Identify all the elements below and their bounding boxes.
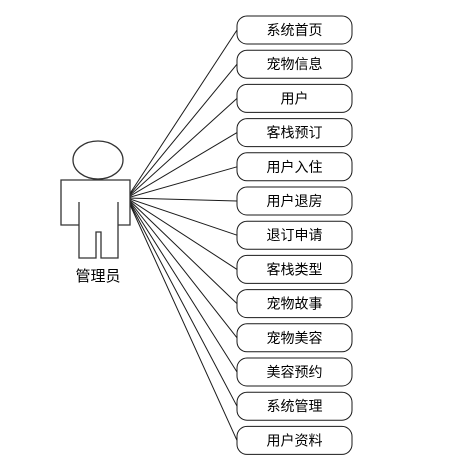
use-case-box [236, 220, 353, 250]
use-case-box [236, 323, 353, 353]
use-case-box [236, 254, 353, 284]
use-case: 用户入住 [236, 152, 353, 182]
use-case: 用户 [236, 83, 353, 113]
use-case-label: 客栈预订 [267, 125, 323, 142]
use-case-box [236, 357, 353, 387]
association-line [126, 197, 238, 441]
actor-label: 管理员 [75, 267, 120, 285]
association-line [126, 166, 238, 199]
actor-head [72, 140, 124, 180]
association-line [126, 197, 238, 270]
use-case: 美容预约 [236, 357, 353, 387]
use-case-label: 用户退房 [267, 193, 323, 210]
use-case-box [236, 83, 353, 113]
use-case: 宠物美容 [236, 323, 353, 353]
use-case-box [236, 152, 353, 182]
use-case-label: 宠物故事 [267, 297, 323, 313]
association-line [126, 98, 238, 199]
use-case-box [236, 15, 353, 45]
use-case-label: 系统首页 [267, 23, 323, 39]
use-case-label: 用户 [281, 90, 309, 107]
association-line [126, 197, 238, 304]
use-case: 退订申请 [236, 220, 353, 250]
use-case: 客栈预订 [236, 118, 353, 148]
use-case-box [236, 118, 353, 148]
use-case-label: 客栈类型 [267, 261, 323, 278]
association-line [126, 197, 238, 339]
association-line [126, 63, 238, 199]
use-case-label: 美容预约 [267, 364, 323, 381]
use-case-label: 用户资料 [267, 432, 323, 449]
use-case: 宠物信息 [236, 49, 353, 79]
actor-figure: 管理员 [60, 140, 131, 285]
use-case-label: 系统管理 [267, 399, 323, 415]
use-case-box [236, 391, 353, 421]
use-case-label: 宠物美容 [267, 330, 323, 347]
use-case: 用户退房 [236, 186, 353, 216]
association-line [126, 197, 238, 407]
use-case-label: 宠物信息 [267, 56, 323, 73]
use-case: 系统首页 [236, 15, 353, 45]
association-line [126, 29, 238, 199]
use-case-label: 退订申请 [267, 228, 323, 244]
association-line [126, 132, 238, 199]
use-case: 系统管理 [236, 391, 353, 421]
actor-body [60, 179, 131, 259]
use-case-box [236, 289, 353, 319]
association-line [126, 197, 238, 202]
use-case-list: 系统首页宠物信息用户客栈预订用户入住用户退房退订申请客栈类型宠物故事宠物美容美容… [236, 15, 353, 455]
use-case: 客栈类型 [236, 254, 353, 284]
association-line [126, 197, 238, 373]
association-lines [126, 29, 238, 441]
use-case-label: 用户入住 [267, 159, 323, 176]
use-case-box [236, 49, 353, 79]
use-case-box [236, 186, 353, 216]
use-case: 用户资料 [236, 425, 353, 455]
use-case: 宠物故事 [236, 289, 353, 319]
use-case-box [236, 425, 353, 455]
association-line [126, 197, 238, 236]
